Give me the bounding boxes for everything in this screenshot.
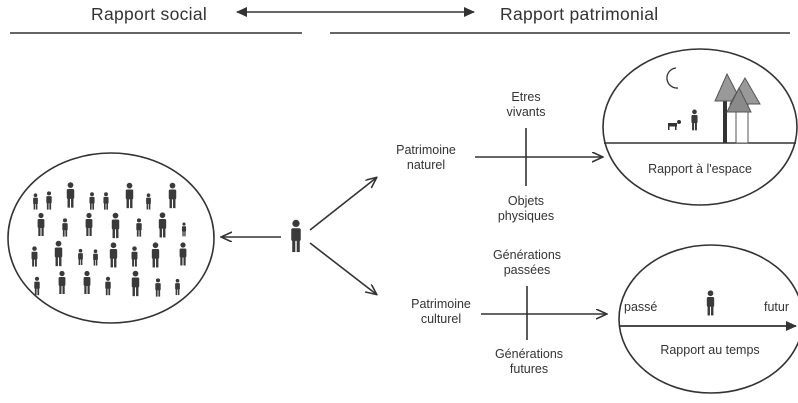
society-circle [7,152,215,324]
natural-axis-bottom-label: Objets physiques [497,194,555,223]
header-right-title: Rapport patrimonial [500,4,659,24]
time-past-label: passé [624,300,658,314]
cultural-axis-bottom-label: Générations futures [494,347,564,376]
header-left-title: Rapport social [91,4,208,24]
moon-icon [666,67,679,89]
space-circle [602,48,798,206]
cultural-axis-top-label: Générations passées [492,248,562,277]
time-future-label: futur [764,300,790,314]
time-caption: Rapport au temps [660,343,760,357]
cultural-label: Patrimoine culturel [411,297,471,326]
space-caption: Rapport à l'espace [648,162,752,176]
dog-icon [668,120,681,130]
time-circle [618,244,798,394]
trees-icon [714,72,761,144]
arrow-to-cultural [309,242,376,294]
walker-icon [691,109,698,131]
natural-axis-top-label: Etres vivants [506,90,546,119]
natural-label: Patrimoine naturel [396,143,456,172]
individual-icon [291,219,301,253]
time-person-icon [706,290,715,316]
arrow-to-natural [309,178,376,231]
crowd-icon [31,182,187,297]
